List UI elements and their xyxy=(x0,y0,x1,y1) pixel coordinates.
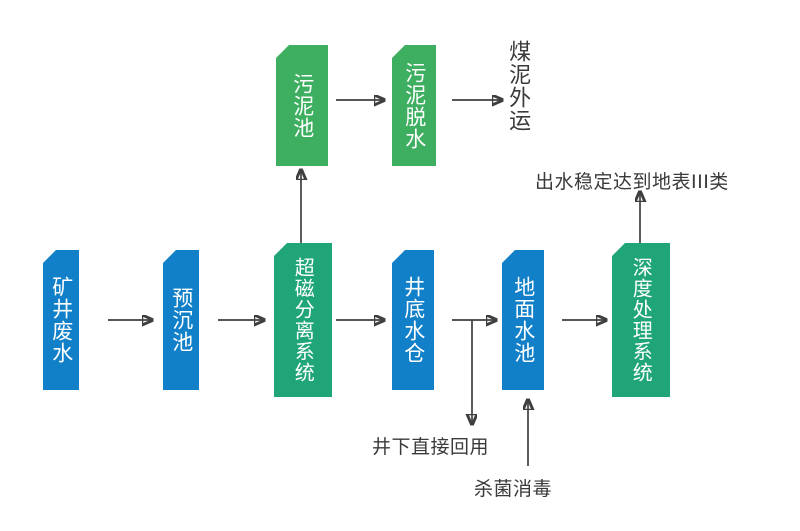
node-shaft-bottom-sump[interactable]: 井底水仓 xyxy=(392,250,434,390)
node-label: 深度处理系统 xyxy=(629,257,654,383)
annotation-label: 杀菌消毒 xyxy=(474,478,553,500)
node-surface-water-pool[interactable]: 地面水池 xyxy=(502,250,544,390)
node-pre-settling-tank[interactable]: 预沉池 xyxy=(163,250,199,390)
node-super-magnetic-separation[interactable]: 超磁分离系统 xyxy=(274,243,332,397)
node-label: 污泥池 xyxy=(290,72,315,139)
node-label: 井底水仓 xyxy=(401,276,426,364)
annotation-disinfection: 杀菌消毒 xyxy=(474,474,552,501)
node-label: 矿井废水 xyxy=(49,276,74,364)
annotation-effluent-class-3: 出水稳定达到地表III类 xyxy=(535,167,729,194)
annotation-direct-underground-reuse: 井下直接回用 xyxy=(372,432,489,459)
node-label: 地面水池 xyxy=(511,276,536,364)
node-label: 污泥脱水 xyxy=(402,61,427,150)
annotation-label: 井下直接回用 xyxy=(372,436,490,458)
annotation-label: 出水稳定达到地表III类 xyxy=(535,171,729,193)
node-label: 超磁分离系统 xyxy=(291,257,316,383)
annotation-label: 煤泥外运 xyxy=(505,40,531,132)
annotation-coal-slurry-out: 煤泥外运 xyxy=(505,40,531,132)
node-advanced-treatment-system[interactable]: 深度处理系统 xyxy=(612,243,670,397)
node-label: 预沉池 xyxy=(169,287,194,353)
node-sludge-dewatering[interactable]: 污泥脱水 xyxy=(392,45,436,166)
node-mine-wastewater[interactable]: 矿井废水 xyxy=(43,250,79,390)
node-sludge-pond[interactable]: 污泥池 xyxy=(276,45,328,166)
